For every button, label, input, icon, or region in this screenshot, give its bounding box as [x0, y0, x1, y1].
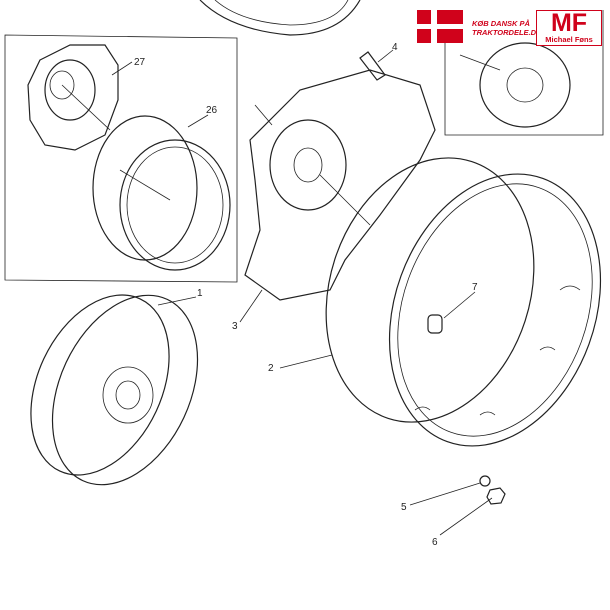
part-1-wheel — [30, 294, 199, 486]
callout-6: 6 — [432, 537, 438, 548]
slogan-line-1: KØB DANSK PÅ — [472, 19, 530, 28]
logo-name: Michael Føns — [545, 35, 593, 44]
logo-mark: MF — [550, 9, 588, 37]
part-3-wheel-centre — [244, 69, 436, 301]
part-6-nut — [486, 487, 506, 505]
part-26-rim — [92, 115, 231, 271]
part-2-rim — [325, 157, 602, 447]
inset-box-left — [4, 34, 238, 283]
part-7-nut — [427, 314, 443, 334]
spacer-ring — [459, 42, 571, 128]
partial-wheel-top — [199, 0, 361, 36]
banner-slogan[interactable]: KØB DANSK PÅ TRAKTORDELE.DK — [472, 19, 541, 37]
callout-3: 3 — [232, 321, 238, 332]
callout-1: 1 — [197, 288, 203, 299]
callout-5: 5 — [401, 502, 407, 513]
callout-26: 26 — [206, 105, 218, 116]
callout-27: 27 — [134, 57, 146, 68]
part-27-centre-plate — [27, 44, 119, 151]
callout-2: 2 — [268, 363, 274, 374]
callout-7: 7 — [472, 282, 478, 293]
callout-4: 4 — [392, 42, 398, 53]
inset-box-right — [444, 10, 604, 136]
mf-logo[interactable]: MF Michael Føns — [536, 10, 602, 46]
part-4-bolt — [359, 49, 394, 81]
slogan-line-2: TRAKTORDELE.DK — [472, 28, 542, 37]
danish-flag-icon — [417, 10, 463, 43]
part-5-washer — [479, 475, 491, 487]
leader-lines — [111, 61, 493, 536]
